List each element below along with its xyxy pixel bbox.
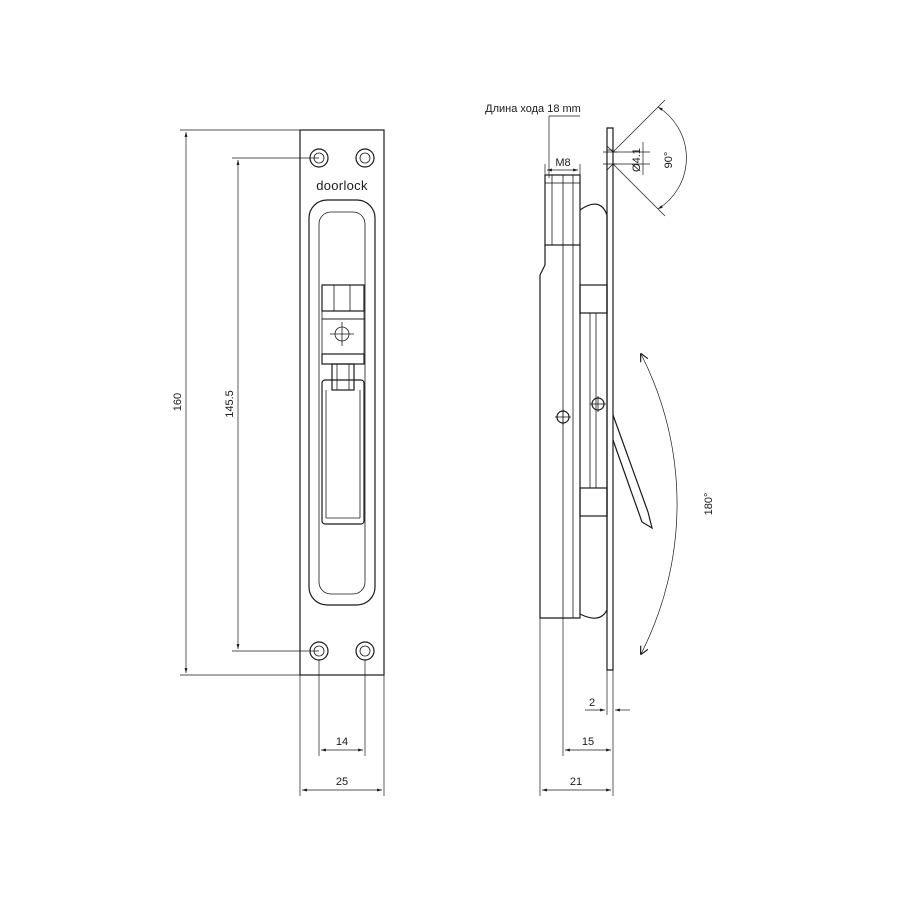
dimension-hole-diameter: Ø4.1 [613, 142, 650, 175]
lever-handle [321, 379, 365, 525]
bolt-travel-label: Длина хода 18 mm [485, 103, 581, 115]
body-depth-label: 15 [582, 736, 594, 748]
countersink-angle-label: 90° [663, 152, 675, 169]
hole-diameter-label: Ø4.1 [631, 148, 643, 172]
dim-total-height-label: 160 [172, 393, 184, 411]
bolt [544, 174, 581, 246]
screw-hole-top-right [355, 148, 375, 168]
dimension-body-depth: 15 [562, 618, 614, 756]
dim-hole-distance-label: 14 [336, 736, 348, 748]
side-view: 180° 90° Ø4.1 M8 Длина хода 18 mm [485, 99, 715, 796]
dimension-plate-thickness: 2 [585, 670, 630, 715]
plate-thickness-label: 2 [589, 697, 595, 709]
front-view: doorlock 160 [172, 129, 385, 796]
bolt-housing [539, 245, 581, 619]
screw-hole-bottom-right [355, 641, 375, 661]
face-plate [299, 129, 385, 676]
dimension-hole-spacing: 145.5 [224, 157, 319, 652]
dimension-plate-width: 25 [299, 675, 385, 796]
mechanism-body [579, 203, 608, 619]
thread-label: M8 [555, 157, 570, 169]
overall-depth-label: 21 [570, 776, 582, 788]
dimension-overall-depth: 21 [539, 618, 614, 796]
rotation-angle-label: 180° [703, 493, 715, 516]
lever-open-position [612, 414, 653, 530]
dimension-total-height: 160 [172, 129, 300, 676]
dimension-thread: M8 [544, 157, 581, 175]
dim-plate-width-label: 25 [336, 776, 348, 788]
dim-hole-spacing-label: 145.5 [224, 390, 236, 418]
pivot-pin-b [590, 396, 606, 412]
brand-label: doorlock [316, 178, 368, 193]
countersink-angle: 90° [612, 99, 687, 217]
side-face-plate [606, 127, 614, 671]
lever-recess-inner [318, 211, 366, 595]
pivot-pin-a [555, 409, 571, 425]
bolt-travel-callout: Длина хода 18 mm [485, 103, 581, 178]
rotation-arc: 180° [641, 354, 715, 654]
lever-recess-outer [308, 199, 376, 606]
lever-mechanism [321, 284, 365, 525]
dimension-hole-distance: 14 [318, 660, 366, 756]
